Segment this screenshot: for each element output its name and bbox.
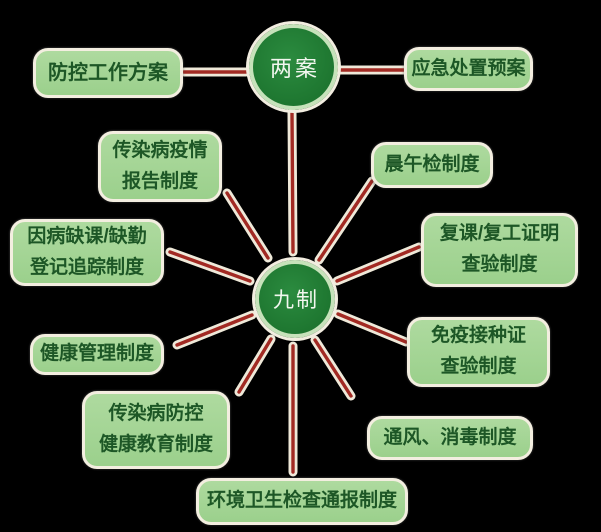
node-ventilation-disinfection-system: 通风、消毒制度 [367,416,533,460]
node-label: 晨午检制度 [384,153,480,175]
node-vaccination-certificate-check-system: 免疫接种证 查验制度 [407,317,550,387]
hub-nine-systems: 九制 [255,260,335,338]
node-prevention-work-plan: 防控工作方案 [33,48,183,98]
node-label: 免疫接种证 [430,325,526,347]
node-label: 应急处置预案 [411,57,526,79]
node-label: 防控工作方案 [48,61,168,84]
node-health-education-system: 传染病防控 健康教育制度 [82,391,230,469]
node-health-management-system: 健康管理制度 [30,334,164,375]
hub-nine-systems-label: 九制 [273,289,319,312]
node-return-certificate-check-system: 复课/复工证明 查验制度 [421,213,578,287]
hub-two-plans-label: 两案 [269,56,320,81]
node-morning-noon-check-system: 晨午检制度 [371,142,493,188]
node-label: 环境卫生检查通报制度 [206,490,397,512]
node-label: 登记追踪制度 [29,256,144,278]
node-label: 复课/复工证明 [439,223,560,245]
node-label: 传染病疫情 [112,139,208,161]
node-label: 健康教育制度 [98,434,213,455]
hub-two-plans: 两案 [249,24,338,110]
node-epidemic-reporting-system: 传染病疫情 报告制度 [98,131,222,202]
node-label: 查验制度 [440,356,517,377]
node-label: 传染病防控 [108,403,204,425]
node-emergency-response-plan: 应急处置预案 [404,47,533,91]
node-label: 报告制度 [121,170,198,192]
node-label: 查验制度 [461,254,538,275]
node-sanitation-inspection-report-system: 环境卫生检查通报制度 [196,478,408,525]
node-label: 因病缺课/缺勤 [27,225,147,247]
node-absence-tracking-system: 因病缺课/缺勤 登记追踪制度 [10,219,164,286]
node-label: 健康管理制度 [39,343,154,365]
node-label: 通风、消毒制度 [383,426,517,448]
